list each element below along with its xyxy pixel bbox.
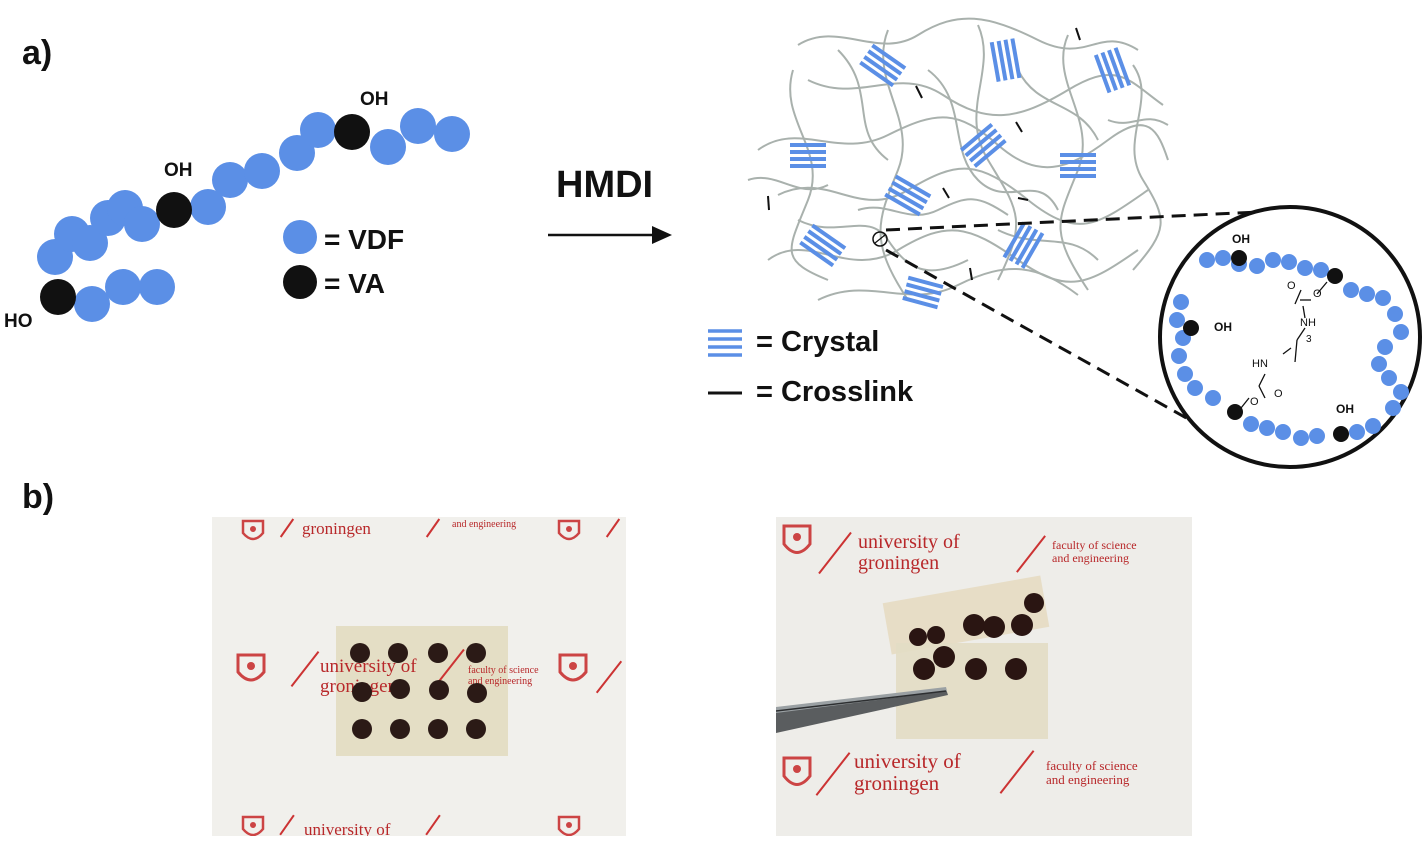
crest-icon — [557, 815, 581, 836]
tweezers — [776, 687, 948, 733]
zoom-region-marker — [872, 231, 888, 247]
zoom-o-carbonyl-lower: O — [1274, 388, 1283, 400]
university-of-text: university of — [858, 531, 960, 553]
oh-label-top: OH — [360, 89, 389, 110]
faculty-text-line1-bottom: faculty of science — [1046, 758, 1138, 773]
legend-beads — [283, 220, 317, 299]
groningen-text-bottom: groningen — [854, 771, 940, 795]
faculty-text-line2: and engineering — [468, 676, 533, 687]
university-of-text: university of — [320, 656, 417, 677]
faculty-text-line1: faculty of science — [1052, 538, 1137, 552]
reagent-label: HMDI — [556, 164, 654, 206]
zoom-oh-left: OH — [1214, 320, 1232, 334]
zoom-o-carbonyl-upper: O — [1287, 280, 1296, 292]
crystal-legend-icon — [708, 329, 742, 357]
crosslinked-network — [747, 17, 1169, 310]
groningen-text: groningen — [858, 552, 940, 574]
crosslink-legend-icon — [708, 391, 742, 395]
oh-label-mid: OH — [164, 160, 193, 181]
crest-icon — [241, 815, 265, 836]
zoom-hn: HN — [1252, 358, 1268, 370]
crystal-legend-label: = Crystal — [756, 326, 880, 358]
zoom-oh-bottom: OH — [1336, 402, 1354, 416]
photo-left-dot-array: groningen and engineering university of … — [212, 517, 626, 836]
zoom-subscript: 3 — [1306, 334, 1312, 345]
copolymer-chain — [37, 108, 470, 322]
legend-vdf-label: = VDF — [324, 224, 405, 255]
panel-b-label: b) — [22, 478, 55, 516]
crest-icon — [241, 519, 265, 541]
faculty-text-line2-bottom: and engineering — [1046, 772, 1130, 787]
bottom-university-text: university of — [304, 820, 391, 836]
crest-icon — [236, 653, 266, 682]
photo-right-peeled-film: university of groningen faculty of scien… — [776, 517, 1192, 836]
legend-va-label: = VA — [324, 268, 385, 299]
faculty-text-line1: faculty of science — [468, 665, 539, 676]
crest-icon — [558, 653, 588, 682]
crest-icon — [782, 756, 812, 786]
reaction-arrow — [548, 226, 672, 244]
crest-icon — [782, 524, 812, 554]
va-beads — [40, 114, 370, 315]
urethane-crosslink-structure — [1240, 281, 1328, 409]
vdf-beads — [37, 108, 470, 322]
university-of-text-bottom: university of — [854, 749, 961, 773]
top-groningen-text: groningen — [302, 519, 371, 538]
top-engineering-text: and engineering — [452, 519, 517, 530]
crest-icon — [557, 519, 581, 541]
printed-dot-grid — [350, 643, 487, 739]
zoom-nh: NH — [1300, 317, 1316, 329]
panel-a-label: a) — [22, 34, 53, 72]
transferred-dots — [909, 593, 1044, 680]
zoom-o-upper: O — [1313, 288, 1322, 300]
crystal-domains — [790, 38, 1132, 310]
zoom-o-lower: O — [1250, 396, 1259, 408]
zoom-vdf-beads — [1169, 250, 1409, 446]
zoom-detail-circle — [1158, 205, 1422, 469]
zoom-va-beads — [1183, 250, 1349, 442]
crosslink-legend-label: = Crosslink — [756, 376, 914, 408]
faculty-text-line2: and engineering — [1052, 551, 1129, 565]
ho-label-left: HO — [4, 311, 33, 332]
zoom-oh-top: OH — [1232, 232, 1250, 246]
